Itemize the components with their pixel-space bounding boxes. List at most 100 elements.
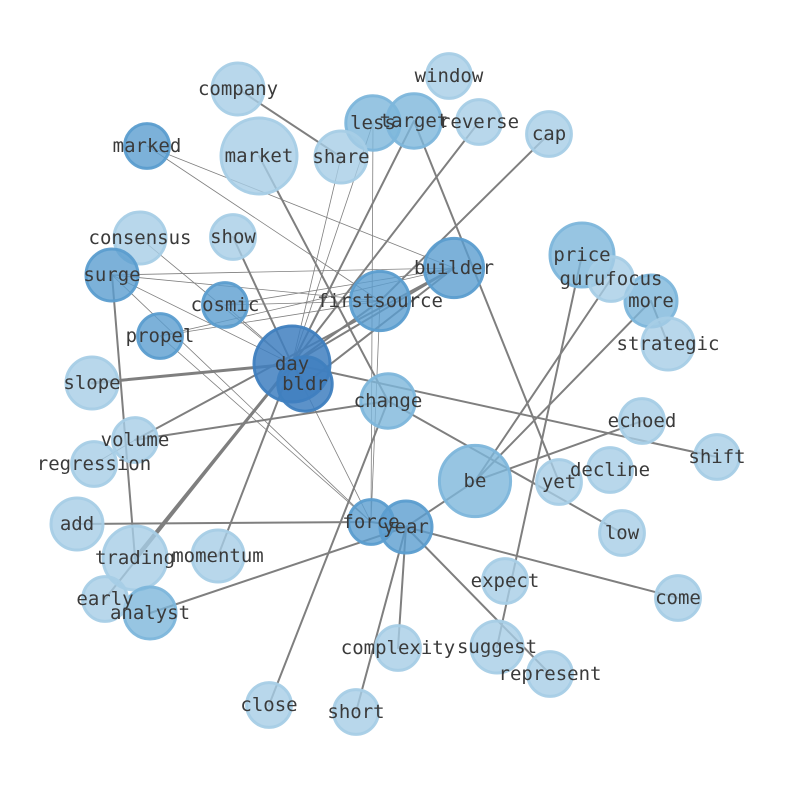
- node-label-more: more: [628, 290, 674, 312]
- node-propel: [136, 312, 184, 360]
- edge-propel-firstsource: [159, 300, 381, 337]
- node-label-regression: regression: [37, 453, 151, 475]
- node-label-come: come: [655, 587, 701, 609]
- edge-marked-builder: [146, 145, 455, 269]
- node-cap: [525, 110, 573, 158]
- node-force: [347, 498, 395, 546]
- node-label-builder: builder: [414, 257, 494, 279]
- node-label-target: target: [380, 110, 449, 132]
- node-momentum: [190, 528, 246, 584]
- node-label-price: price: [553, 244, 610, 266]
- node-low: [598, 509, 646, 557]
- node-early: [81, 575, 129, 623]
- node-suggest: [469, 619, 525, 675]
- edge-year-come: [405, 526, 679, 599]
- node-add: [49, 496, 105, 552]
- node-gurufocus: [587, 255, 635, 303]
- node-label-represent: represent: [499, 663, 602, 685]
- node-reverse: [455, 98, 503, 146]
- node-strategic: [640, 316, 696, 372]
- node-label-day: day: [275, 353, 309, 375]
- node-label-cosmic: cosmic: [191, 294, 260, 316]
- edge-target-yet: [413, 120, 560, 483]
- node-label-trading: trading: [95, 547, 175, 569]
- node-slope: [64, 355, 120, 411]
- edge-cap-firstsource: [379, 133, 550, 302]
- node-label-year: year: [383, 516, 429, 538]
- node-label-short: short: [327, 701, 384, 723]
- edge-target-day: [291, 120, 415, 365]
- node-label-show: show: [210, 226, 256, 248]
- node-label-close: close: [240, 694, 297, 716]
- node-yet: [535, 458, 583, 506]
- node-label-firstsource: firstsource: [317, 290, 443, 312]
- node-label-less: less: [350, 112, 396, 134]
- node-label-complexity: complexity: [341, 637, 455, 659]
- node-marked: [123, 122, 171, 170]
- node-layer: [49, 52, 741, 736]
- node-label-shift: shift: [688, 446, 745, 468]
- node-label-bldr: bldr: [282, 373, 328, 395]
- node-label-reverse: reverse: [439, 111, 519, 133]
- node-complexity: [374, 624, 422, 672]
- node-label-change: change: [354, 390, 423, 412]
- edge-year-short: [355, 526, 407, 713]
- node-represent: [526, 650, 574, 698]
- edge-change-volume: [134, 400, 389, 441]
- node-shift: [693, 433, 741, 481]
- edge-surge-trading: [111, 274, 136, 559]
- node-builder: [422, 236, 486, 300]
- node-label-yet: yet: [542, 471, 576, 493]
- node-label-market: market: [225, 145, 294, 167]
- node-target: [385, 92, 443, 150]
- edge-add-force: [76, 521, 372, 525]
- node-label-propel: propel: [126, 325, 195, 347]
- node-close: [245, 681, 293, 729]
- node-change: [359, 372, 417, 430]
- node-label-low: low: [605, 522, 640, 544]
- node-firstsource: [348, 269, 412, 333]
- node-label-company: company: [198, 78, 278, 100]
- node-label-decline: decline: [570, 459, 650, 481]
- node-window: [425, 52, 473, 100]
- node-consensus: [112, 210, 168, 266]
- node-label-suggest: suggest: [457, 636, 537, 658]
- node-regression: [70, 440, 118, 488]
- node-label-add: add: [60, 513, 94, 535]
- edge-year-represent: [405, 526, 551, 675]
- node-label-force: force: [342, 511, 399, 533]
- node-bldr: [276, 355, 334, 413]
- edge-surge-builder: [111, 267, 455, 276]
- node-label-consensus: consensus: [89, 227, 192, 249]
- node-label-volume: volume: [101, 429, 170, 451]
- node-company: [210, 61, 266, 117]
- edge-cosmic-builder: [224, 267, 455, 306]
- node-label-early: early: [76, 588, 133, 610]
- node-expect: [481, 557, 529, 605]
- node-decline: [586, 446, 634, 494]
- node-surge: [84, 247, 140, 303]
- node-label-window: window: [415, 65, 484, 87]
- edge-marked-firstsource: [146, 145, 381, 302]
- node-cosmic: [201, 281, 249, 329]
- node-echoed: [618, 397, 666, 445]
- node-label-expect: expect: [471, 570, 540, 592]
- node-label-gurufocus: gurufocus: [560, 268, 663, 290]
- edge-propel-force: [159, 335, 372, 523]
- edge-market-change: [258, 155, 389, 402]
- node-be: [437, 443, 513, 519]
- node-label-cap: cap: [532, 123, 566, 145]
- node-label-be: be: [464, 470, 487, 492]
- node-market: [219, 116, 299, 196]
- node-come: [654, 574, 702, 622]
- node-label-slope: slope: [63, 372, 120, 394]
- node-label-momentum: momentum: [172, 545, 264, 567]
- node-label-surge: surge: [83, 264, 140, 286]
- node-label-share: share: [312, 146, 369, 168]
- node-share: [313, 129, 369, 185]
- node-volume: [111, 416, 159, 464]
- node-short: [332, 688, 380, 736]
- node-label-echoed: echoed: [608, 410, 677, 432]
